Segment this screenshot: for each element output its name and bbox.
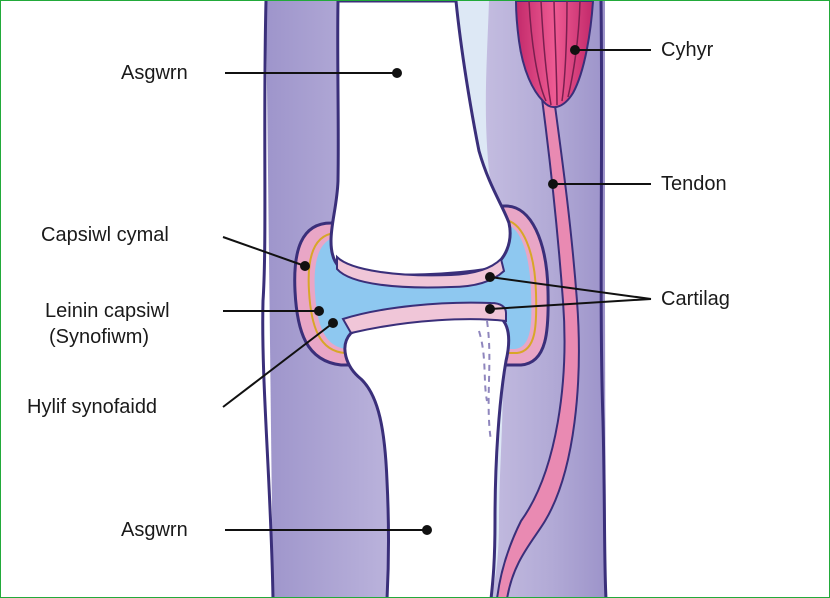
label-asgwrn-top: Asgwrn: [121, 61, 188, 85]
label-cyhyr: Cyhyr: [661, 38, 713, 62]
label-capsiwl-cymal: Capsiwl cymal: [41, 223, 169, 247]
label-cartilag: Cartilag: [661, 287, 730, 311]
label-synofiwm: (Synofiwm): [49, 325, 149, 349]
label-hylif-synofaidd: Hylif synofaidd: [27, 395, 157, 419]
label-asgwrn-bottom: Asgwrn: [121, 518, 188, 542]
label-tendon: Tendon: [661, 172, 727, 196]
label-leinin-capsiwl: Leinin capsiwl: [45, 299, 170, 323]
